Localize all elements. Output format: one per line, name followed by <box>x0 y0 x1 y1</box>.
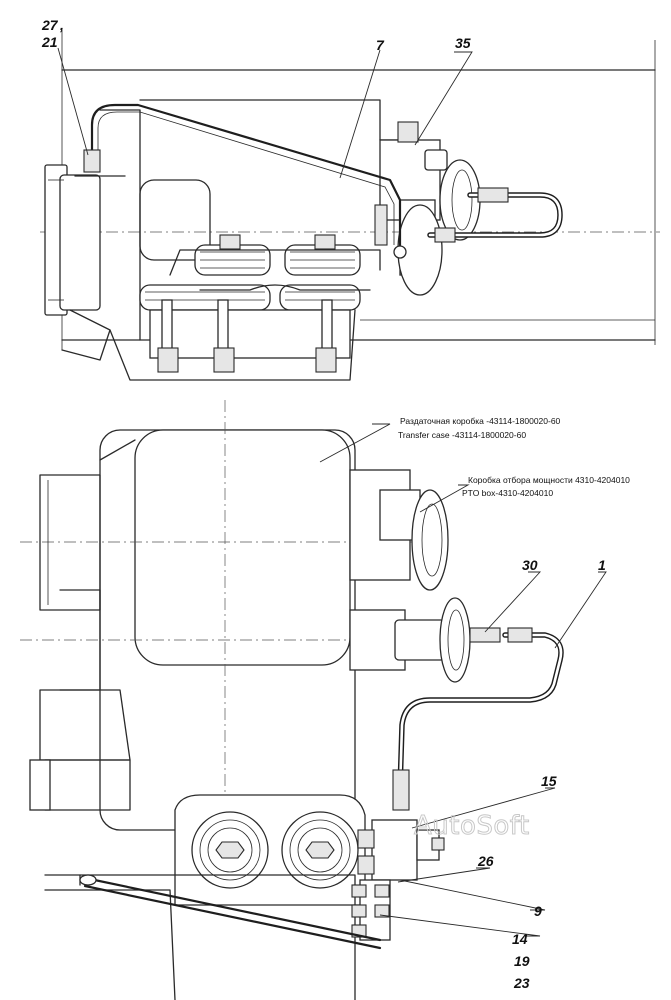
callout-7: 7 <box>376 37 385 53</box>
callout-leaders <box>57 47 607 937</box>
callout-21: 21 <box>41 34 58 50</box>
callout-23: 23 <box>513 975 530 991</box>
pto-box-label-ru: Коробка отбора мощности 4310-4204010 <box>468 475 630 485</box>
callout-19: 19 <box>514 953 530 969</box>
hose-top <box>427 187 563 243</box>
bracket-bolts <box>351 879 391 941</box>
callout-15: 15 <box>541 773 557 789</box>
callout-14: 14 <box>512 931 528 947</box>
pto-box-bottom <box>349 469 449 591</box>
callout-9: 9 <box>534 903 542 919</box>
transfer-case-label-ru: Раздаточная коробка -43114-1800020-60 <box>400 416 561 426</box>
autosoft-watermark: AutoSoft <box>414 811 530 841</box>
mounting-bolts-top <box>149 299 351 373</box>
pto-lower-unit <box>349 597 471 683</box>
pto-unit-top <box>374 121 481 296</box>
valve-block-15 <box>357 819 445 881</box>
callout-26: 26 <box>477 853 494 869</box>
bottom-view <box>20 400 564 1000</box>
top-view <box>40 30 660 381</box>
pipe-7 <box>74 103 407 259</box>
transfer-case-label-en: Transfer case -43114-1800020-60 <box>398 430 526 440</box>
left-flanges <box>29 474 131 811</box>
pto-box-label-en: PTO box-4310-4204010 <box>462 488 553 498</box>
gear-pair-upper <box>194 234 361 276</box>
callout-1: 1 <box>598 557 606 573</box>
lower-gear-housing <box>174 794 366 906</box>
callout-30: 30 <box>522 557 538 573</box>
callout-comma: , <box>59 17 64 33</box>
callout-27: 27 <box>41 17 59 33</box>
callout-35: 35 <box>455 35 471 51</box>
return-pipe-bottom <box>79 874 382 950</box>
